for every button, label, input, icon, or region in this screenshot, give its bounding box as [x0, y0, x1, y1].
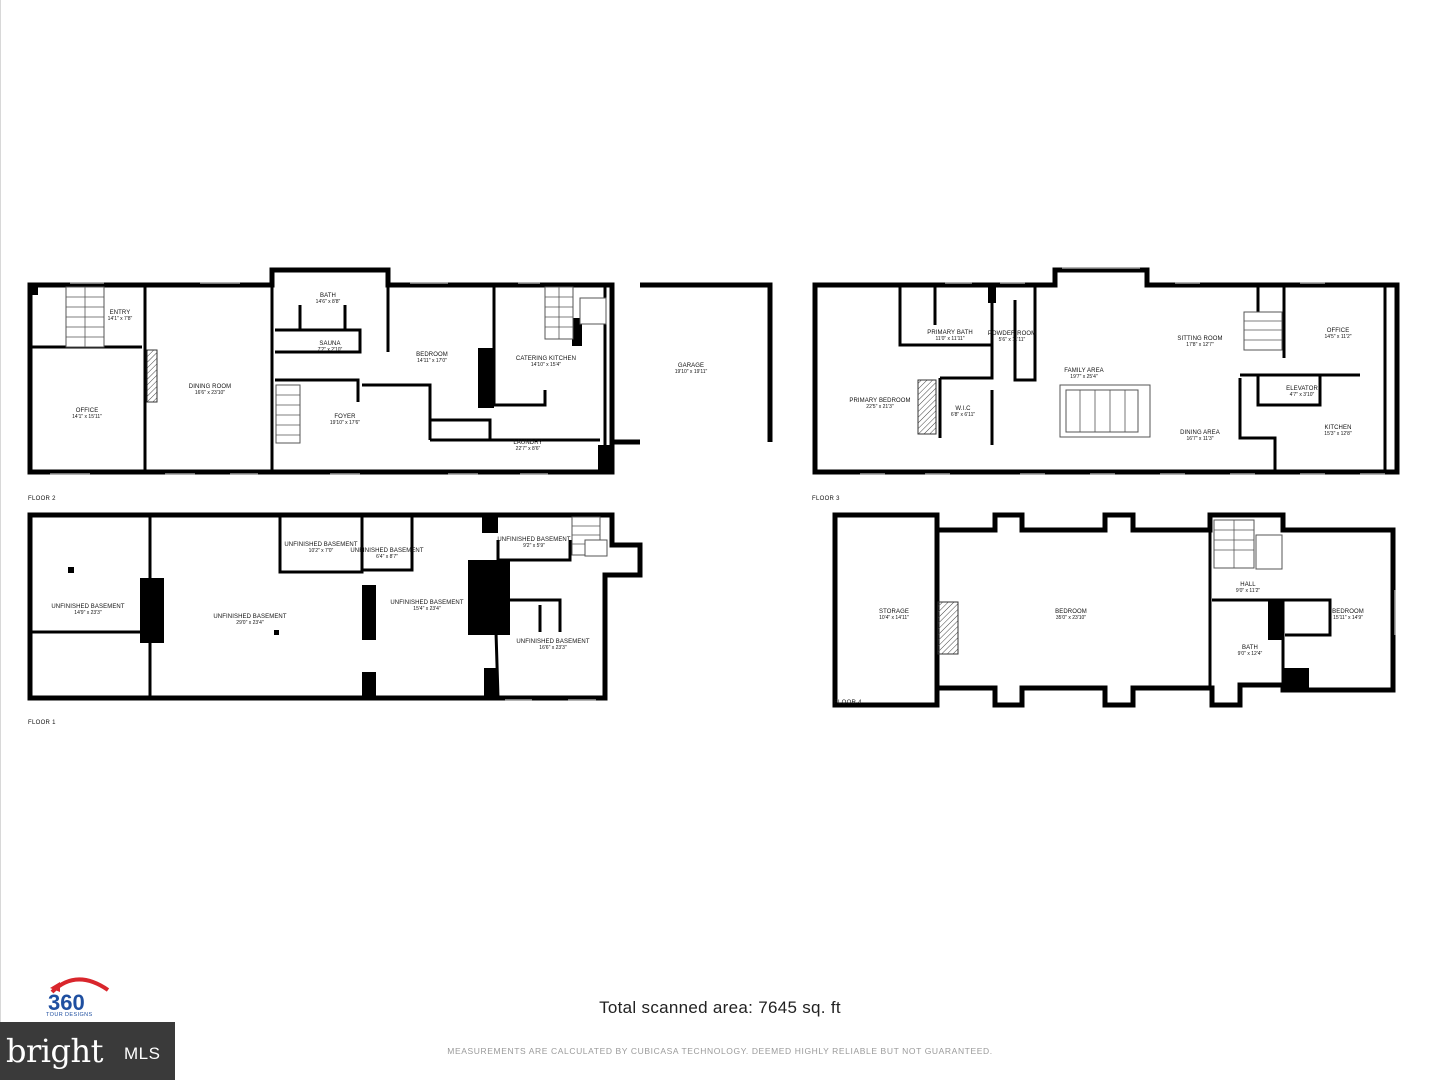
- room-name-office-3: OFFICE: [1326, 328, 1350, 334]
- room-name-office: OFFICE: [75, 408, 99, 414]
- room-dim-laundry: 22'7" x 8'6": [515, 446, 541, 452]
- room-dim-wic: 6'8" x 6'11": [950, 412, 976, 418]
- room-dim-unfinished-basement-3: 10'2" x 7'0": [308, 548, 334, 554]
- room-dim-office-3: 14'5" x 11'2": [1324, 334, 1352, 340]
- room-name-unfinished-basement-2: UNFINISHED BASEMENT: [213, 614, 287, 620]
- room-dim-bath: 14'6" x 8'8": [315, 299, 341, 305]
- room-name-hall: HALL: [1240, 582, 1256, 588]
- room-name-bath-4: BATH: [1242, 645, 1258, 651]
- logo-arc-icon: [50, 977, 110, 994]
- room-dim-dining-area: 16'7" x 11'3": [1186, 436, 1214, 442]
- room-dim-garage: 19'10" x 19'11": [674, 369, 708, 375]
- room-name-dining-room: DINING ROOM: [188, 384, 232, 390]
- bright-logo-word: bright: [6, 1032, 103, 1070]
- room-dim-primary-bedroom: 22'5" x 21'3": [866, 404, 894, 410]
- room-dim-unfinished-basement-4: 6'4" x 8'7": [376, 554, 398, 560]
- room-name-storage: STORAGE: [879, 609, 909, 615]
- room-name-unfinished-basement-3: UNFINISHED BASEMENT: [284, 542, 358, 548]
- room-name-bedroom-4a: BEDROOM: [1055, 609, 1087, 615]
- room-name-catering-kitchen: CATERING KITCHEN: [515, 356, 577, 362]
- floor-1-plan: [27, 512, 643, 701]
- room-dim-catering-kitchen: 14'10" x 15'4": [530, 362, 562, 368]
- room-name-foyer: FOYER: [334, 414, 356, 420]
- floor-4-label: FLOOR 4: [834, 700, 862, 706]
- measurement-disclaimer: MEASUREMENTS ARE CALCULATED BY CUBICASA …: [447, 1046, 993, 1056]
- room-dim-hall: 9'0" x 11'2": [1235, 588, 1261, 594]
- room-name-unfinished-basement-6: UNFINISHED BASEMENT: [497, 537, 571, 543]
- room-dim-family-area: 19'7" x 25'4": [1070, 374, 1098, 380]
- room-dim-office: 14'1" x 15'11": [72, 414, 102, 420]
- room-name-powder-room: POWDER ROOM: [987, 331, 1037, 337]
- room-dim-entry: 14'1" x 7'8": [107, 316, 133, 322]
- room-name-dining-area: DINING AREA: [1180, 430, 1220, 436]
- floor-2-label: FLOOR 2: [28, 496, 56, 502]
- logo-360-number: 360: [48, 990, 85, 1015]
- tour-designs-logo: 360 TOUR DESIGNS: [40, 970, 120, 1022]
- room-name-elevator: ELEVATOR: [1286, 386, 1318, 392]
- room-dim-powder-room: 5'6" x 11'11": [998, 337, 1026, 343]
- room-name-sitting-room: SITTING ROOM: [1177, 336, 1223, 342]
- room-name-wic: W.I.C: [955, 406, 971, 412]
- room-dim-unfinished-basement-7: 16'6" x 23'3": [539, 645, 567, 651]
- room-dim-bedroom: 14'11" x 17'0": [417, 358, 447, 364]
- room-dim-sitting-room: 17'8" x 12'7": [1186, 342, 1214, 348]
- room-dim-foyer: 19'10" x 17'6": [329, 420, 361, 426]
- room-dim-unfinished-basement-5: 15'4" x 23'4": [413, 606, 441, 612]
- room-name-bedroom-4b: BEDROOM: [1332, 609, 1364, 615]
- room-name-unfinished-basement-1: UNFINISHED BASEMENT: [51, 604, 125, 610]
- room-dim-sauna: 7'2" x 2'10": [317, 347, 343, 353]
- room-dim-bedroom-4a: 35'0" x 23'10": [1055, 615, 1087, 621]
- room-name-bedroom: BEDROOM: [416, 352, 448, 358]
- room-dim-storage: 10'4" x 14'11": [879, 615, 909, 621]
- room-dim-primary-bath: 11'0" x 11'11": [935, 336, 965, 342]
- room-name-bath: BATH: [320, 293, 336, 299]
- floor-1-label: FLOOR 1: [28, 720, 56, 726]
- room-name-garage: GARAGE: [677, 363, 705, 369]
- room-name-unfinished-basement-5: UNFINISHED BASEMENT: [390, 600, 464, 606]
- room-dim-bath-4: 9'0" x 12'4": [1237, 651, 1263, 657]
- room-name-laundry: LAUNDRY: [513, 440, 543, 446]
- room-name-sauna: SAUNA: [319, 341, 341, 347]
- room-name-unfinished-basement-7: UNFINISHED BASEMENT: [516, 639, 590, 645]
- bright-logo-mls: MLS: [124, 1044, 161, 1063]
- room-name-primary-bedroom: PRIMARY BEDROOM: [849, 398, 911, 404]
- floor-3-plan: [812, 267, 1400, 475]
- room-name-entry: ENTRY: [109, 310, 131, 316]
- room-dim-kitchen: 15'3" x 12'8": [1324, 431, 1352, 437]
- floor-3-label: FLOOR 3: [812, 496, 840, 502]
- room-name-primary-bath: PRIMARY BATH: [927, 330, 973, 336]
- bright-mls-logo: bright MLS: [0, 1022, 175, 1080]
- logo-360-subtitle: TOUR DESIGNS: [46, 1012, 93, 1018]
- page-edge-line: [0, 0, 1, 1080]
- room-dim-unfinished-basement-2: 29'0" x 23'4": [236, 620, 264, 626]
- room-name-family-area: FAMILY AREA: [1064, 368, 1104, 374]
- room-dim-dining-room: 16'6" x 23'10": [194, 390, 226, 396]
- room-dim-unfinished-basement-6: 9'2" x 5'9": [523, 543, 545, 549]
- room-dim-unfinished-basement-1: 14'9" x 23'3": [74, 610, 102, 616]
- room-name-kitchen: KITCHEN: [1324, 425, 1352, 431]
- room-name-unfinished-basement-4: UNFINISHED BASEMENT: [350, 548, 424, 554]
- total-scanned-area: Total scanned area: 7645 sq. ft: [599, 998, 841, 1017]
- floor-4-plan: [832, 512, 1396, 708]
- room-dim-bedroom-4b: 15'11" x 14'9": [1333, 615, 1363, 621]
- room-dim-elevator: 4'7" x 3'10": [1289, 392, 1315, 398]
- floor-2-plan: [27, 267, 773, 475]
